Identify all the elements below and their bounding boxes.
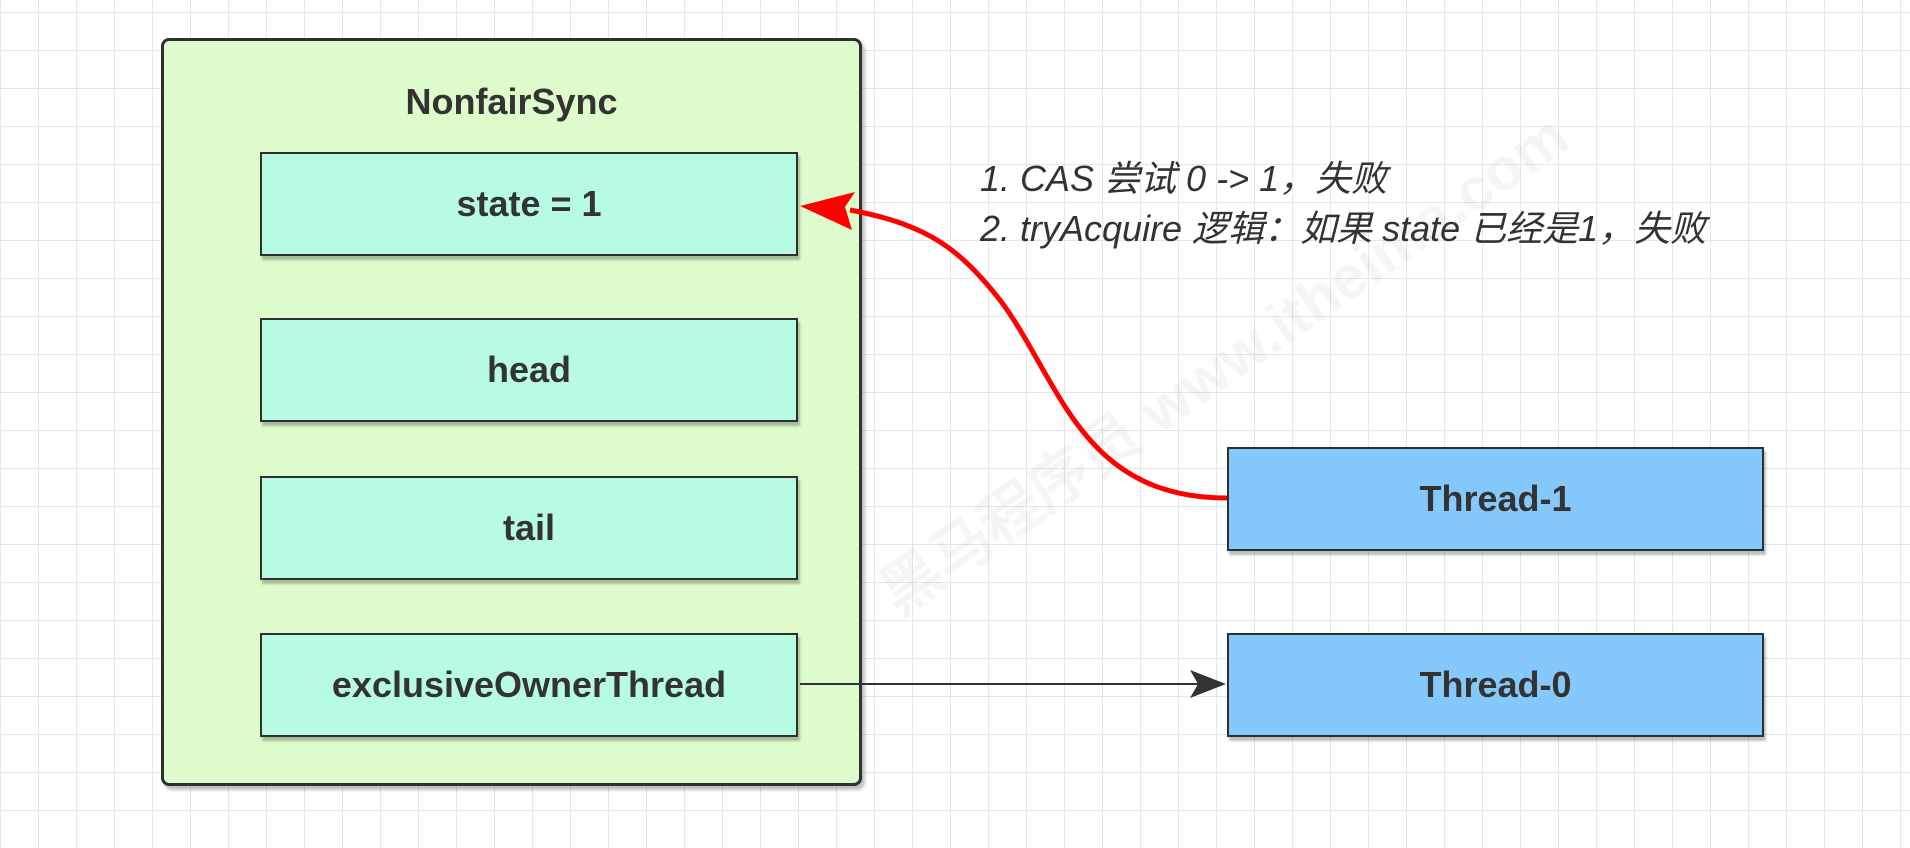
exclusive-owner-thread-field[interactable]: exclusiveOwnerThread (260, 633, 798, 737)
nonfairsync-title: NonfairSync (405, 81, 618, 122)
tail-field[interactable]: tail (260, 476, 798, 580)
note-line-1: 1. CAS 尝试 0 -> 1，失败 (980, 158, 1388, 199)
red-arrowhead (800, 192, 855, 230)
state-field[interactable]: state = 1 (260, 152, 798, 256)
note-line-2: 2. tryAcquire 逻辑：如果 state 已经是1，失败 (980, 208, 1707, 249)
owner-arrowhead (1190, 670, 1226, 698)
thread-1-box[interactable]: Thread-1 (1227, 447, 1764, 551)
red-cas-arrow-line (849, 207, 1228, 501)
thread-0-box[interactable]: Thread-0 (1227, 633, 1764, 737)
head-field[interactable]: head (260, 318, 798, 422)
